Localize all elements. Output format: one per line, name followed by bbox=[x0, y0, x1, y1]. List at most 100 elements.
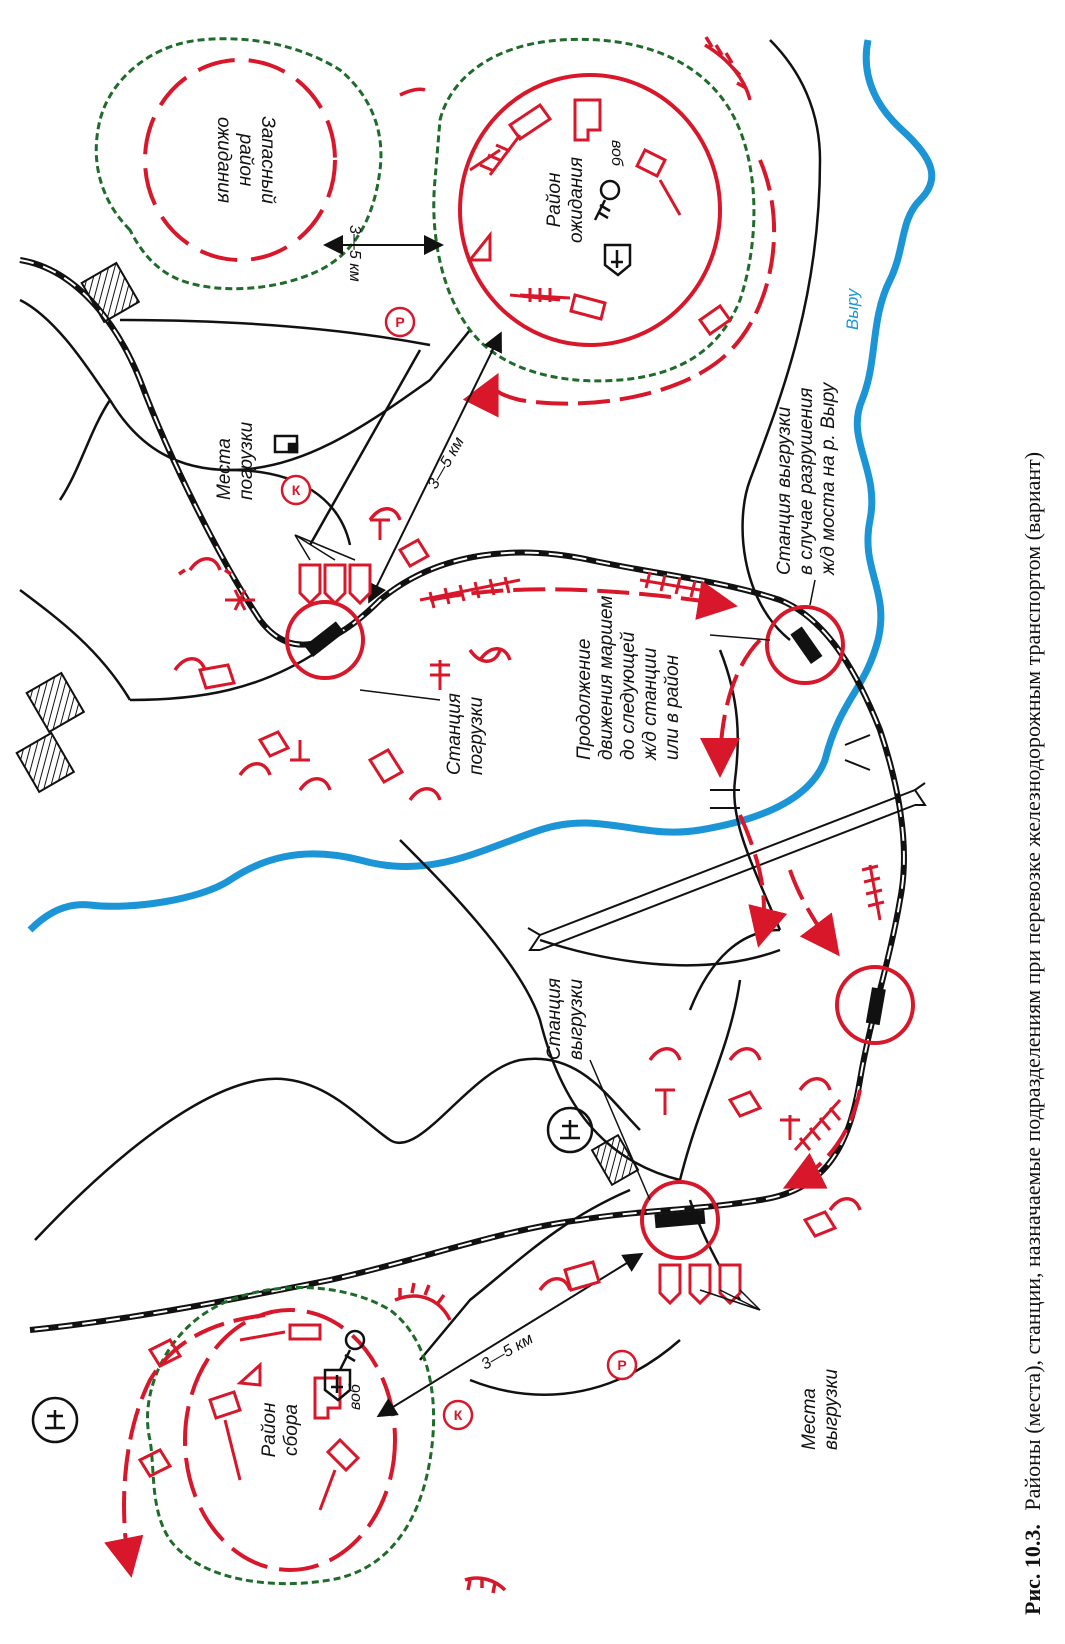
unit-vehicle-icon bbox=[348, 563, 372, 606]
waiting-area-line-2: ожидания bbox=[566, 157, 587, 243]
unloading-places-line-1: Места bbox=[799, 1388, 820, 1450]
reserve-area-line-2: район bbox=[235, 133, 256, 187]
caption-text: Районы (места), станции, назначаемые под… bbox=[1020, 452, 1045, 1511]
river-vyru bbox=[27, 39, 936, 933]
river-label: Выру bbox=[843, 287, 862, 330]
forest-waiting-area bbox=[432, 37, 756, 383]
command-post-icon bbox=[603, 243, 632, 277]
svg-text:К: К bbox=[292, 482, 301, 498]
mast-icon bbox=[780, 1115, 800, 1140]
alt-unloading-line-1: Станция выгрузки bbox=[774, 406, 795, 575]
t-icon bbox=[370, 518, 390, 540]
roads bbox=[19, 39, 822, 1396]
distance-reserve-label: 3—5 км bbox=[346, 225, 363, 282]
unit-vehicle-icon bbox=[198, 663, 236, 690]
t-icon bbox=[655, 1088, 675, 1115]
continue-march-label: Продолжение движения маршем до следующей… bbox=[574, 596, 683, 761]
figure-caption: Рис. 10.3. Районы (места), станции, назн… bbox=[1020, 452, 1045, 1615]
hatched-building-icon bbox=[15, 731, 76, 794]
unit-vehicle-icon bbox=[367, 748, 405, 784]
red-markers bbox=[225, 98, 800, 1420]
svg-text:К: К bbox=[454, 1407, 463, 1423]
unit-vehicle-icons bbox=[198, 537, 838, 1306]
continue-march-line-1: Продолжение bbox=[574, 639, 595, 761]
alt-unloading-station bbox=[765, 605, 845, 685]
continue-march-line-5: или в район bbox=[662, 654, 683, 760]
svg-text:Р: Р bbox=[395, 314, 404, 330]
unloading-places-label: Места выгрузки bbox=[799, 1368, 842, 1450]
p-sign-1: Р bbox=[384, 306, 416, 338]
unit-vehicle-icon bbox=[658, 1263, 682, 1306]
sapper-icon bbox=[225, 589, 255, 611]
svg-text:Р: Р bbox=[617, 1357, 626, 1373]
unit-vehicle-icon bbox=[397, 537, 431, 569]
hatched-building-icon bbox=[590, 1133, 640, 1187]
continue-march-line-2: движения маршем bbox=[596, 596, 617, 760]
reserve-area-boundary bbox=[143, 58, 337, 262]
flag-icon bbox=[236, 1361, 262, 1387]
unit-vehicle-icon bbox=[688, 1263, 712, 1306]
railway-ties bbox=[19, 259, 905, 1331]
observation-icon bbox=[599, 179, 621, 201]
unloading-station-label: Станция выгрузки bbox=[544, 978, 587, 1060]
alt-unloading-line-2: в случае разрушения bbox=[796, 388, 817, 575]
observation-icon bbox=[344, 1329, 366, 1351]
svg-text:Рис. 10.3. Районы (места: Рис. 10.3. Районы (места), станции, назн… bbox=[1020, 452, 1045, 1615]
hatched-building-icon bbox=[25, 671, 86, 734]
river-name: Выру bbox=[843, 287, 862, 330]
loading-places-line-2: погрузки bbox=[236, 421, 257, 500]
building-icon bbox=[573, 98, 602, 142]
vob-label-1: воб bbox=[608, 140, 625, 167]
unit-vehicle-icon bbox=[802, 1210, 838, 1238]
loading-station-line-2: погрузки bbox=[466, 696, 487, 775]
p-sign-2: Р bbox=[606, 1349, 638, 1381]
road-bridge bbox=[527, 782, 927, 951]
command-post-icon bbox=[323, 1368, 352, 1402]
reserve-area-label: Запасный район ожидания bbox=[213, 116, 278, 204]
building-icon bbox=[313, 1376, 342, 1420]
loading-places-line-1: Места bbox=[214, 438, 235, 500]
mast-icon bbox=[430, 660, 450, 690]
vob-label-2: воб bbox=[347, 1383, 364, 1410]
unloading-station bbox=[640, 1180, 720, 1260]
alt-unloading-label: Станция выгрузки в случае разрушения ж/д… bbox=[774, 381, 839, 576]
helicopter-pad-icon bbox=[31, 1396, 79, 1444]
hatched-buildings bbox=[15, 261, 640, 1187]
loading-station-label: Станция погрузки bbox=[444, 693, 487, 775]
caption-prefix: Рис. 10.3. bbox=[1020, 1524, 1045, 1615]
march-routes bbox=[104, 159, 862, 1578]
unit-vehicle-icon bbox=[323, 563, 347, 606]
defensive-positions bbox=[173, 36, 862, 1594]
k-sign-2: К bbox=[442, 1399, 474, 1431]
waiting-area-label: Район ожидания bbox=[544, 157, 587, 243]
flag-icon bbox=[466, 230, 492, 262]
forest-assembly-area bbox=[146, 1286, 436, 1586]
assembly-area-boundary bbox=[183, 1308, 397, 1572]
t-icon bbox=[290, 740, 310, 762]
continue-march-line-4: ж/д станции bbox=[640, 647, 661, 761]
assembly-area-line-1: Район bbox=[259, 1402, 280, 1457]
waiting-area-line-1: Район bbox=[544, 172, 565, 227]
waiting-area-boundary bbox=[458, 73, 722, 347]
loading-places-label: Места погрузки bbox=[214, 421, 257, 500]
assembly-area-line-2: сбора bbox=[281, 1404, 302, 1456]
leader-lines bbox=[294, 534, 816, 1311]
unit-columns bbox=[137, 102, 733, 1511]
unloading-station-line-1: Станция bbox=[544, 978, 565, 1060]
assembly-area-label: Район сбора bbox=[259, 1402, 302, 1457]
reserve-area-line-3: ожидания bbox=[213, 117, 234, 203]
hatched-building-icon bbox=[80, 261, 141, 324]
unit-vehicle-icon bbox=[727, 1090, 763, 1118]
unit-vehicle-icon bbox=[257, 730, 291, 758]
trains bbox=[419, 134, 885, 1152]
intermediate-station bbox=[835, 965, 915, 1045]
helicopter-pad-icon bbox=[546, 1106, 594, 1154]
loading-station bbox=[285, 600, 365, 680]
continue-march-line-3: до следующей bbox=[618, 631, 639, 760]
black-markers bbox=[31, 179, 632, 1444]
alt-unloading-line-3: ж/д моста на р. Выру bbox=[818, 381, 839, 576]
hills bbox=[34, 1057, 641, 1241]
unloading-station-line-2: выгрузки bbox=[566, 978, 587, 1060]
unloading-places-line-2: выгрузки bbox=[821, 1368, 842, 1450]
